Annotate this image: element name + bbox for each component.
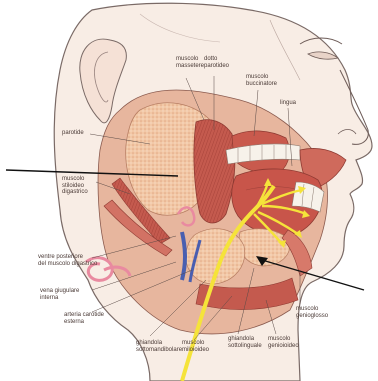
label-ghiandola-sottolinguale: ghiandola sottolinguale: [228, 336, 262, 349]
label-muscolo-stiloideo: muscolo stiloideo digastrico: [62, 176, 88, 196]
label-parotide: parotide: [62, 130, 84, 137]
label-muscolo-genioioideo: muscolo genioioideo: [268, 336, 299, 349]
label-lingua: lingua: [280, 100, 296, 107]
label-ventre-posteriore: ventre posteriore del muscolo digastrico: [38, 254, 97, 267]
label-muscolo-buccinatore: muscolo buccinatore: [246, 74, 277, 87]
label-arteria-carotide: arteria carotide esterna: [64, 312, 104, 325]
label-ghiandola-sottomandibolare: ghiandola sottomandibolare: [136, 340, 182, 353]
label-muscolo-miloioideo: muscolo miloioideo: [182, 340, 209, 353]
label-muscolo-massetere: muscolo massetere: [176, 56, 204, 69]
label-dotto-parotideo: dotto parotideo: [204, 56, 229, 69]
label-vena-giugulare: vena giugulare interna: [40, 288, 79, 301]
label-muscolo-genioglosso: muscolo genioglosso: [296, 306, 328, 319]
